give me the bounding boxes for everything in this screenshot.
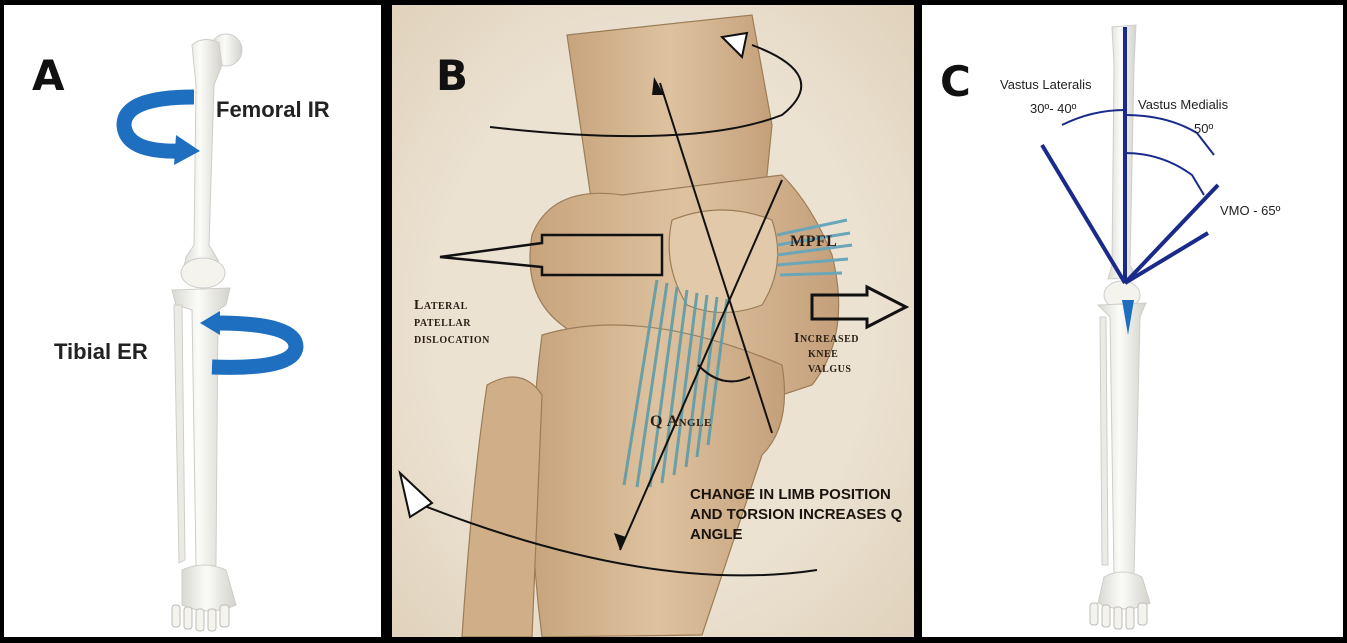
lateral-line2: patellar — [414, 314, 490, 331]
angle-arcs — [1062, 110, 1214, 195]
mpfl-label: MPFL — [790, 233, 837, 251]
panel-letter-b: B — [436, 55, 468, 97]
patella — [181, 258, 225, 288]
lateral-line1: Lateral — [414, 297, 490, 314]
toes — [1090, 603, 1147, 629]
panel-c: C Vastus Lateralis 30º- 40º Vastus Media… — [922, 5, 1343, 637]
vastus-lateralis-name: Vastus Lateralis — [1000, 77, 1092, 92]
panel-letter-a: A — [32, 55, 65, 97]
femoral-rotation-arrow — [124, 97, 200, 165]
q-angle-label: Q Angle — [650, 413, 712, 431]
leg-angle-illustration — [922, 5, 1343, 637]
lateral-line3: dislocation — [414, 331, 490, 348]
panel-letter-c: C — [940, 61, 971, 103]
tibial-er-label: Tibial ER — [54, 339, 148, 365]
vastus-lateralis-angle: 30º- 40º — [1030, 101, 1076, 116]
valgus-line1: Increased — [794, 331, 859, 346]
foot — [182, 565, 236, 611]
panel-a: A Femoral IR Tibial ER — [4, 5, 381, 637]
valgus-line3: valgus — [794, 361, 859, 376]
vastus-medialis-name: Vastus Medialis — [1138, 97, 1228, 112]
panel-b: B MPFL Lateral patellar dislocation Incr… — [392, 5, 914, 637]
fibula — [1100, 317, 1108, 565]
fibula — [174, 305, 185, 563]
vastus-medialis-angle: 50º — [1194, 121, 1213, 136]
vmo-label: VMO - 65º — [1220, 203, 1280, 218]
torsion-note: CHANGE IN LIMB POSITION AND TORSION INCR… — [690, 485, 914, 545]
femur — [182, 39, 222, 277]
femur — [1108, 25, 1136, 279]
toes — [172, 605, 229, 631]
valgus-line2: knee — [794, 346, 859, 361]
lateral-dislocation-label: Lateral patellar dislocation — [414, 297, 490, 348]
femoral-ir-label: Femoral IR — [216, 97, 330, 123]
valgus-label: Increased knee valgus — [794, 331, 859, 376]
